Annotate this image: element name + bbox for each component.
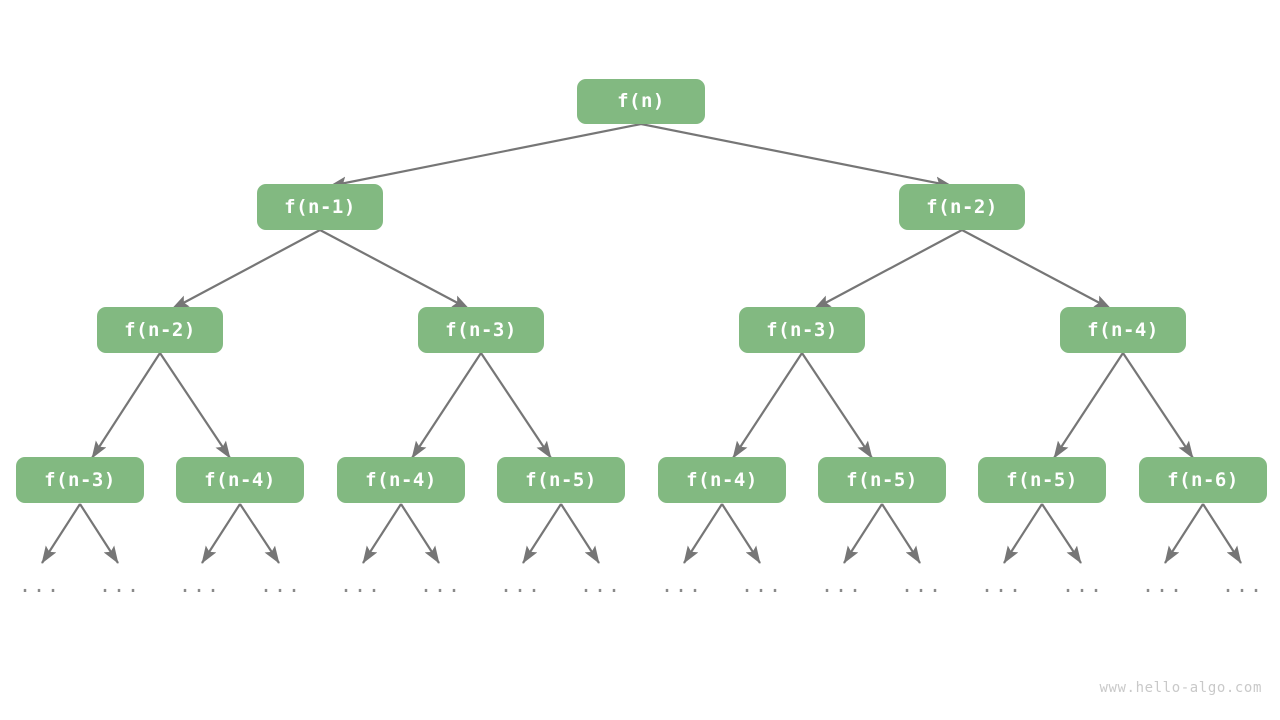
ellipsis-marker: ...: [18, 573, 62, 597]
tree-edge: [560, 503, 600, 564]
ellipsis-marker: ...: [1061, 573, 1105, 597]
tree-node-l2n3[interactable]: f(n-4): [1060, 307, 1186, 353]
tree-node-l3n3[interactable]: f(n-5): [497, 457, 625, 503]
tree-edge: [881, 503, 921, 564]
ellipsis-marker: ...: [1221, 573, 1265, 597]
tree-node-l2n0[interactable]: f(n-2): [97, 307, 223, 353]
tree-node-l3n0[interactable]: f(n-3): [16, 457, 144, 503]
tree-edge: [41, 503, 81, 564]
tree-edge: [1003, 503, 1043, 564]
ellipsis-marker: ...: [900, 573, 944, 597]
tree-node-l1n1[interactable]: f(n-2): [899, 184, 1025, 230]
tree-node-label: f(n-5): [1006, 469, 1078, 491]
tree-edge: [813, 229, 963, 310]
tree-node-label: f(n-5): [846, 469, 918, 491]
ellipsis-marker: ...: [1141, 573, 1185, 597]
ellipsis-marker: ...: [660, 573, 704, 597]
tree-node-label: f(n-4): [365, 469, 437, 491]
tree-edge: [801, 352, 873, 459]
tree-node-l3n2[interactable]: f(n-4): [337, 457, 465, 503]
tree-node-label: f(n-4): [1087, 319, 1159, 341]
tree-edge: [683, 503, 723, 564]
tree-node-label: f(n-6): [1167, 469, 1239, 491]
tree-edge: [1053, 352, 1124, 459]
ellipsis-marker: ...: [419, 573, 463, 597]
tree-node-l3n4[interactable]: f(n-4): [658, 457, 786, 503]
tree-node-l2n2[interactable]: f(n-3): [739, 307, 865, 353]
tree-edge: [91, 352, 161, 459]
tree-edge: [79, 503, 119, 564]
ellipsis-marker: ...: [820, 573, 864, 597]
watermark: www.hello-algo.com: [1099, 680, 1262, 696]
ellipsis-marker: ...: [579, 573, 623, 597]
ellipsis-marker: ...: [980, 573, 1024, 597]
tree-node-l3n1[interactable]: f(n-4): [176, 457, 304, 503]
tree-edge: [1202, 503, 1242, 564]
tree-edge: [1041, 503, 1082, 564]
ellipsis-marker: ...: [98, 573, 142, 597]
tree-edge: [319, 229, 470, 310]
tree-edge: [640, 122, 953, 189]
ellipsis-marker: ...: [178, 573, 222, 597]
tree-node-label: f(n-3): [445, 319, 517, 341]
tree-edge: [721, 503, 761, 564]
tree-edge: [239, 503, 280, 564]
tree-edge: [843, 503, 883, 564]
tree-edge: [1122, 352, 1194, 459]
tree-node-label: f(n-4): [204, 469, 276, 491]
tree-node-label: f(n-1): [284, 196, 356, 218]
tree-edge: [329, 122, 642, 189]
tree-edge: [159, 352, 231, 459]
tree-node-label: f(n-4): [686, 469, 758, 491]
tree-node-label: f(n-3): [44, 469, 116, 491]
tree-node-label: f(n-2): [124, 319, 196, 341]
tree-node-label: f(n-2): [926, 196, 998, 218]
tree-edge: [961, 229, 1112, 310]
tree-node-label: f(n-3): [766, 319, 838, 341]
ellipsis-marker: ...: [740, 573, 784, 597]
tree-node-l1n0[interactable]: f(n-1): [257, 184, 383, 230]
tree-edge: [362, 503, 402, 564]
tree-node-l3n6[interactable]: f(n-5): [978, 457, 1106, 503]
tree-edge: [201, 503, 241, 564]
tree-node-l2n1[interactable]: f(n-3): [418, 307, 544, 353]
ellipsis-marker: ...: [499, 573, 543, 597]
tree-edge: [480, 352, 552, 459]
tree-node-l3n5[interactable]: f(n-5): [818, 457, 946, 503]
tree-node-l0n0[interactable]: f(n): [577, 78, 705, 124]
ellipsis-marker: ...: [259, 573, 303, 597]
tree-edge: [1164, 503, 1204, 564]
tree-node-l3n7[interactable]: f(n-6): [1139, 457, 1267, 503]
tree-node-label: f(n-5): [525, 469, 597, 491]
ellipsis-marker: ...: [339, 573, 383, 597]
tree-edge: [171, 229, 321, 310]
tree-edge: [732, 352, 803, 459]
tree-edge: [522, 503, 562, 564]
tree-edge: [400, 503, 440, 564]
tree-edge: [411, 352, 482, 459]
tree-node-label: f(n): [617, 90, 665, 112]
